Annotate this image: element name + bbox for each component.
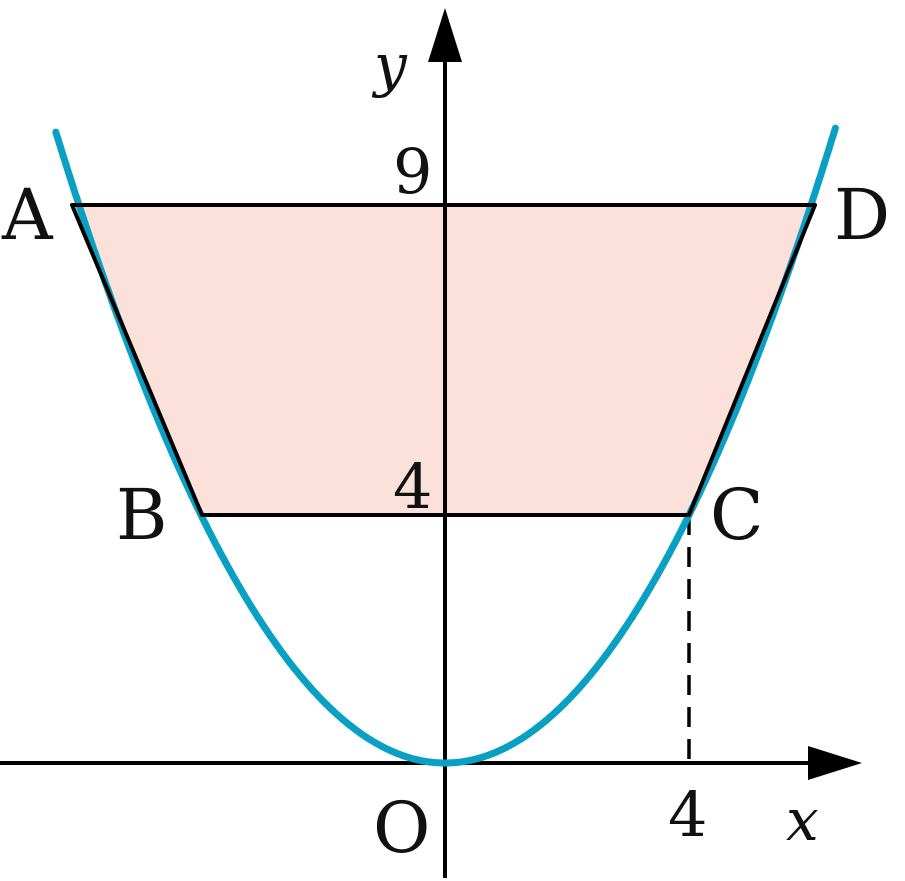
point-label-b: B bbox=[116, 474, 167, 556]
point-label-d: D bbox=[834, 174, 890, 256]
point-label-a: A bbox=[1, 174, 54, 256]
x-axis-label: x bbox=[786, 786, 819, 854]
y-axis-arrow bbox=[428, 8, 462, 62]
trapezoid-outline bbox=[70, 203, 817, 517]
x-tick-4: 4 bbox=[668, 778, 707, 851]
parabola-curve bbox=[52, 124, 839, 767]
origin-label: O bbox=[373, 787, 430, 869]
y-tick-4: 4 bbox=[393, 450, 432, 523]
point-label-c: C bbox=[710, 474, 764, 556]
y-axis-label: y bbox=[371, 31, 408, 99]
y-tick-9: 9 bbox=[393, 135, 432, 208]
x-axis-arrow bbox=[808, 746, 862, 780]
